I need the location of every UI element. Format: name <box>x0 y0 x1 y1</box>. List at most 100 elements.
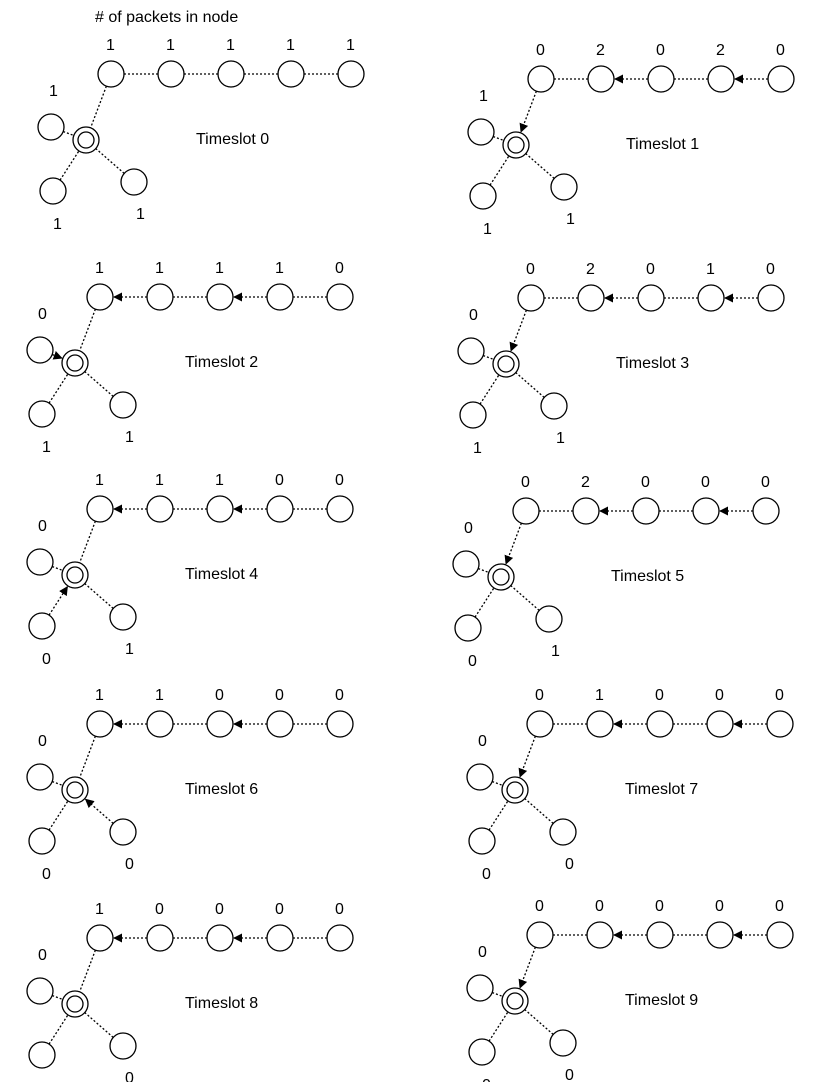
sink-node-inner <box>507 136 525 154</box>
timeslot-title: Timeslot 4 <box>185 566 258 583</box>
chain-node <box>86 495 114 523</box>
leaf-node-count: 0 <box>468 653 477 670</box>
leaf-link <box>515 372 545 398</box>
sink-node-inner <box>497 355 515 373</box>
chain-node-count: 1 <box>346 37 355 54</box>
leaf-node-count: 0 <box>42 866 51 883</box>
chain-node <box>157 60 185 88</box>
leaf-node <box>109 818 137 846</box>
leaf-node <box>109 391 137 419</box>
chain-node <box>206 924 234 952</box>
chain-node-count: 0 <box>656 42 665 59</box>
leaf-node <box>550 173 578 201</box>
chain-node <box>526 710 554 738</box>
chain-node <box>692 497 720 525</box>
chain-node-count: 2 <box>586 261 595 278</box>
chain-node-count: 1 <box>95 901 104 918</box>
leaf-link <box>477 567 490 574</box>
hub-arrow <box>518 735 537 778</box>
chain-node <box>757 284 785 312</box>
leaf-node-count: 0 <box>125 1070 134 1082</box>
hub-arrow <box>519 90 538 133</box>
chain-node <box>217 60 245 88</box>
chain-node-count: 1 <box>595 687 604 704</box>
chain-node <box>517 284 545 312</box>
leaf-node <box>28 400 56 428</box>
leaf-node <box>468 1038 496 1066</box>
leaf-link <box>48 373 69 404</box>
hub-arrow <box>518 946 537 989</box>
chain-node <box>146 283 174 311</box>
panel-t8: 10000000Timeslot 8 <box>26 901 354 1087</box>
leaf-link <box>524 798 554 824</box>
leaf-node-count: 0 <box>125 856 134 873</box>
chain-node-count: 1 <box>155 687 164 704</box>
leaf-link <box>59 150 80 181</box>
chain-node <box>706 921 734 949</box>
chain-node <box>577 284 605 312</box>
chain-node-count: 0 <box>535 898 544 915</box>
timeslot-title: Timeslot 9 <box>625 992 698 1009</box>
leaf-node-count: 0 <box>469 307 478 324</box>
chain-node <box>86 710 114 738</box>
sink-node-inner <box>77 131 95 149</box>
chain-node <box>526 921 554 949</box>
leaf-link <box>524 1009 554 1035</box>
sink-node-inner <box>66 566 84 584</box>
chain-node <box>752 497 780 525</box>
leaf-node <box>469 182 497 210</box>
chain-node-count: 0 <box>215 901 224 918</box>
sink-node-inner <box>66 781 84 799</box>
chain-node <box>326 495 354 523</box>
leaf-node <box>109 1032 137 1060</box>
timeslot-title: Timeslot 0 <box>196 131 269 148</box>
leaf-link <box>479 374 500 405</box>
hub-arrow <box>504 522 523 565</box>
leaf-link <box>491 991 504 998</box>
chain-node <box>86 924 114 952</box>
hub-link <box>78 949 97 993</box>
leaf-node-count: 1 <box>53 216 62 233</box>
panel-t9: 00000000Timeslot 9 <box>466 898 794 1087</box>
leaf-node <box>540 392 568 420</box>
leaf-node-count: 1 <box>566 211 575 228</box>
chain-node <box>527 65 555 93</box>
chain-node <box>266 710 294 738</box>
leaf-node-count: 0 <box>38 947 47 964</box>
leaf-link <box>84 583 114 609</box>
chain-node-count: 0 <box>775 687 784 704</box>
leaf-node-count: 0 <box>482 866 491 883</box>
leaf-node-count: 1 <box>136 206 145 223</box>
leaf-link <box>525 153 555 179</box>
chain-node <box>707 65 735 93</box>
hub-link <box>78 735 97 779</box>
chain-node-count: 0 <box>335 472 344 489</box>
leaf-node <box>457 337 485 365</box>
timeslot-title: Timeslot 5 <box>611 568 684 585</box>
hub-arrow <box>509 309 528 352</box>
leaf-node <box>37 113 65 141</box>
chain-node-count: 2 <box>596 42 605 59</box>
leaf-link <box>488 1011 509 1042</box>
chain-node-count: 2 <box>716 42 725 59</box>
leaf-node <box>26 977 54 1005</box>
leaf-link <box>48 1014 69 1045</box>
leaf-arrow <box>48 585 68 616</box>
chain-node-count: 1 <box>166 37 175 54</box>
chain-node <box>587 65 615 93</box>
leaf-node <box>454 614 482 642</box>
leaf-node <box>549 1029 577 1057</box>
chain-node <box>206 283 234 311</box>
leaf-node-count: 0 <box>482 1077 491 1082</box>
chain-node <box>512 497 540 525</box>
leaf-link <box>95 148 125 174</box>
timeslot-title: Timeslot 6 <box>185 781 258 798</box>
chain-node <box>767 65 795 93</box>
chain-node-count: 0 <box>761 474 770 491</box>
